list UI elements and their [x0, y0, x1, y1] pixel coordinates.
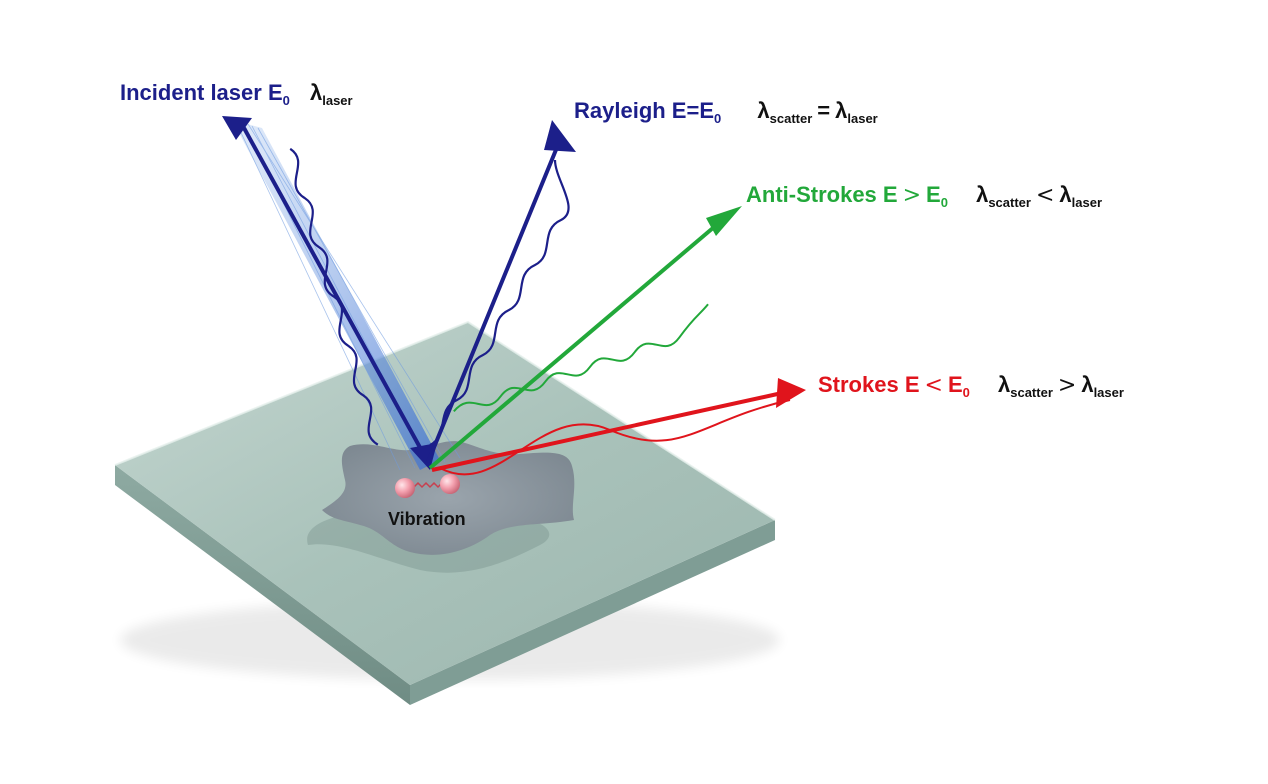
- stokes-e2: E: [947, 372, 963, 397]
- anti-stokes-sub: 0: [940, 195, 948, 210]
- rayleigh-lambda-relation: λscatter=λlaser: [757, 98, 878, 126]
- vibration-label: Vibration: [388, 509, 466, 529]
- anti-stokes-wave: [453, 303, 709, 413]
- rayleigh-label: Rayleigh E=E0 λscatter=λlaser: [574, 98, 878, 126]
- incident-arrow: [222, 116, 437, 470]
- stokes-lambda-relation: λscatter>λlaser: [997, 372, 1124, 400]
- sample-surface: [322, 441, 575, 555]
- anti-stokes-arrowhead: [706, 206, 742, 236]
- rayleigh-wave: [429, 159, 570, 446]
- anti-stokes-energy-op: >: [902, 183, 922, 208]
- stokes-arrow: [431, 378, 806, 476]
- incident-name: Incident laser E: [120, 80, 283, 105]
- atom-left: [395, 478, 415, 498]
- atom-right: [440, 474, 460, 494]
- anti-stokes-e2: E: [926, 182, 941, 207]
- stokes-wave: [439, 399, 791, 476]
- rayleigh-name: Rayleigh E=E: [574, 98, 715, 123]
- anti-stokes-label: Anti-Strokes E>E0 λscatter<λlaser: [746, 182, 1103, 210]
- incident-wave: [289, 147, 379, 446]
- slide-front-edge: [410, 520, 775, 705]
- incident-arrowhead-rear: [222, 116, 252, 140]
- slide-left-edge: [115, 465, 410, 705]
- incident-arrowhead-tip: [410, 443, 437, 470]
- stokes-energy-op: <: [924, 373, 943, 398]
- anti-stokes-name: Anti-Strokes E: [746, 182, 898, 207]
- incident-label: Incident laser E0 λlaser: [120, 80, 353, 108]
- stokes-arrowhead: [776, 378, 806, 408]
- incident-sub: 0: [282, 93, 290, 108]
- incident-lambda: λlaser: [309, 80, 353, 108]
- anti-stokes-lambda-relation: λscatter<λlaser: [976, 182, 1103, 210]
- stokes-sub: 0: [962, 385, 970, 400]
- rayleigh-arrowhead: [544, 120, 576, 152]
- rayleigh-arrow: [426, 120, 576, 463]
- stokes-name: Strokes E: [818, 372, 920, 397]
- rayleigh-sub: 0: [714, 111, 722, 126]
- sample: [307, 441, 575, 573]
- stokes-label: Strokes E<E0 λscatter>λlaser: [818, 372, 1124, 400]
- anti-stokes-arrow: [428, 206, 742, 470]
- vibrating-molecule: [395, 474, 460, 498]
- slide-highlight: [114, 320, 776, 521]
